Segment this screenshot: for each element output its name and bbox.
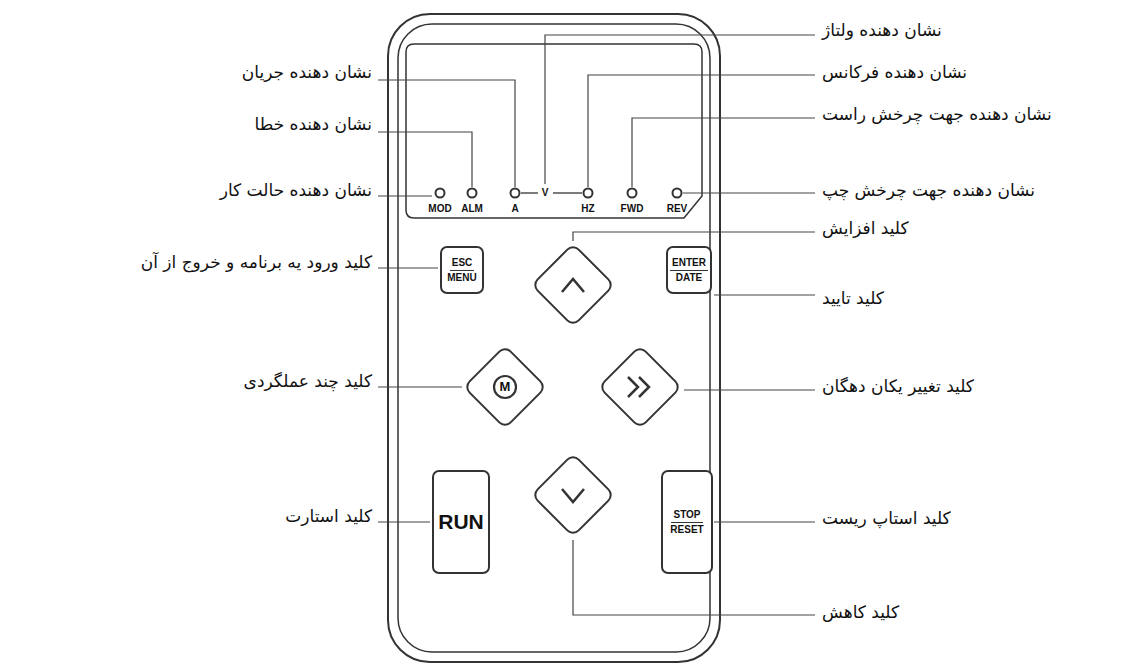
diamond-key: M bbox=[463, 345, 547, 429]
led bbox=[628, 189, 637, 198]
indicator-label: A bbox=[511, 203, 518, 215]
leader-line bbox=[573, 232, 815, 241]
leader-line bbox=[714, 521, 815, 522]
key-text: MENU bbox=[445, 271, 478, 285]
leader-line bbox=[378, 195, 432, 196]
leader-line bbox=[683, 192, 815, 193]
leader-line bbox=[588, 75, 815, 187]
callout-label: کلید تایید bbox=[822, 288, 884, 308]
led-dash bbox=[553, 192, 582, 193]
key-text: RUN bbox=[438, 510, 484, 534]
up-arrow bbox=[562, 279, 584, 292]
callout-label: کلید تغییر یکان دهگان bbox=[822, 376, 974, 396]
callout-label: کلید کاهش bbox=[822, 602, 899, 622]
display-panel bbox=[406, 44, 702, 218]
callout-label: نشان دهنده جهت چرخش راست bbox=[822, 104, 1052, 124]
diamond-shape bbox=[464, 346, 546, 428]
down-arrow bbox=[562, 489, 584, 502]
key-button: STOPRESET bbox=[661, 470, 713, 574]
led bbox=[468, 189, 477, 198]
leader-line bbox=[632, 118, 815, 187]
leader-line bbox=[378, 132, 472, 187]
shift-arrow bbox=[628, 377, 649, 397]
callout-label: کلید استارت bbox=[285, 506, 372, 526]
led-dash bbox=[521, 192, 538, 193]
callout-label: نشان دهنده خطا bbox=[255, 114, 373, 134]
leader-line bbox=[684, 389, 815, 390]
callout-label: کلید افزایش bbox=[822, 218, 909, 238]
up-key bbox=[532, 244, 614, 326]
down-key bbox=[532, 454, 614, 536]
key-text: DATE bbox=[674, 271, 704, 285]
led bbox=[436, 189, 445, 198]
mode-ring bbox=[494, 376, 516, 398]
leader-line bbox=[378, 80, 515, 187]
indicator-label: ALM bbox=[461, 203, 483, 215]
shift-key bbox=[599, 346, 681, 428]
callout-label: کلید چند عملگردی bbox=[244, 371, 372, 391]
leader-line bbox=[545, 35, 815, 184]
callout-label: کلید استاپ ریست bbox=[822, 508, 951, 528]
key-text: ENTER bbox=[670, 256, 708, 271]
key-text: RESET bbox=[668, 523, 705, 537]
callout-label: نشان دهنده جریان bbox=[242, 62, 372, 82]
callout-label: نشان دهنده حالت کار bbox=[220, 180, 372, 200]
leader-line bbox=[378, 521, 430, 522]
indicator-label: FWD bbox=[621, 203, 644, 215]
leader-line bbox=[378, 267, 438, 268]
led bbox=[584, 189, 593, 198]
leader-line bbox=[378, 386, 462, 387]
indicator-label: MOD bbox=[428, 203, 451, 215]
led bbox=[511, 189, 520, 198]
led bbox=[673, 189, 682, 198]
indicator-label: V bbox=[541, 187, 550, 199]
key-button: ESCMENU bbox=[440, 246, 484, 294]
key-text: ESC bbox=[450, 256, 475, 271]
leader-line bbox=[714, 294, 815, 295]
key-text: STOP bbox=[671, 508, 702, 523]
callout-label: نشان دهنده جهت چرخش چپ bbox=[822, 180, 1035, 200]
housing-outer bbox=[388, 14, 720, 662]
callout-label: نشان دهنده ولتاژ bbox=[822, 20, 942, 40]
indicator-label: HZ bbox=[581, 203, 594, 215]
indicator-label: REV bbox=[667, 203, 688, 215]
key-text: M bbox=[500, 380, 511, 395]
callout-label: کلید ورود یه برنامه و خروج از آن bbox=[141, 252, 372, 272]
key-button: ENTERDATE bbox=[666, 246, 712, 294]
key-button: RUN bbox=[432, 470, 490, 574]
callout-label: نشان دهنده فرکانس bbox=[822, 62, 967, 82]
